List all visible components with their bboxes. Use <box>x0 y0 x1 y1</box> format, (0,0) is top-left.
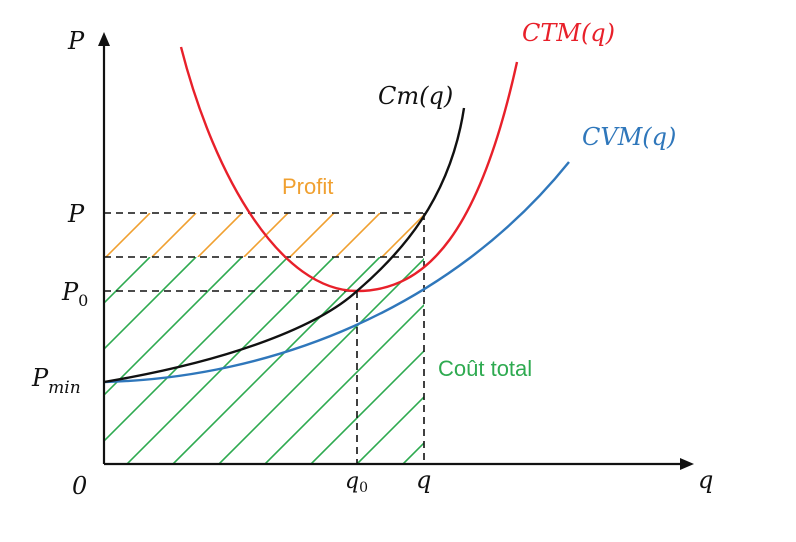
hatch-line <box>105 213 151 257</box>
hatch-line <box>381 213 424 257</box>
hatch-line <box>126 257 335 464</box>
hatch-line <box>104 257 105 259</box>
hatch-line <box>335 213 381 257</box>
y-tick-p0-main: P <box>61 278 79 306</box>
hatch-line <box>104 257 151 305</box>
cm-curve <box>103 107 466 384</box>
ctm-curve-label: CTM(q) <box>522 19 615 47</box>
cvm-curve-label: CVM(q) <box>582 123 676 151</box>
origin-label: 0 <box>72 472 87 500</box>
hatch-line <box>428 213 472 257</box>
cm-curve-label: Cm(q) <box>378 82 453 110</box>
y-axis-label: P <box>67 27 85 55</box>
y-tick-pmin-sub: min <box>48 378 81 398</box>
hatch-line <box>289 213 335 257</box>
x-tick-q0-main: q <box>345 469 359 494</box>
hatch-line <box>310 349 424 464</box>
y-tick-p: P <box>67 200 85 228</box>
x-axis-arrow <box>680 458 694 470</box>
profit-hatch-region <box>104 213 472 257</box>
dashed-guides <box>104 212 425 464</box>
y-tick-pmin: Pmin <box>31 364 81 398</box>
hatch-line <box>104 257 243 397</box>
y-tick-pmin-main: P <box>31 364 49 392</box>
hatch-line <box>104 257 197 351</box>
y-tick-p-text: P <box>67 200 85 228</box>
axes <box>98 32 694 470</box>
ctm-curve <box>179 46 519 293</box>
x-tick-q: q <box>416 466 431 494</box>
x-axis-label: q <box>698 466 713 494</box>
profit-region-label: Profit <box>282 174 333 199</box>
hatch-line <box>264 303 424 464</box>
y-tick-p0: P0 <box>61 278 88 310</box>
x-tick-q0: q0 <box>345 469 368 496</box>
y-tick-p0-sub: 0 <box>78 291 88 310</box>
total-cost-region-label: Coût total <box>438 356 532 381</box>
cvm-curve <box>103 161 570 384</box>
hatch-line <box>356 395 424 464</box>
hatch-line <box>218 257 424 464</box>
hatch-line <box>151 213 197 257</box>
x-tick-q0-sub: 0 <box>359 480 368 496</box>
y-axis-arrow <box>98 32 110 46</box>
hatch-line <box>197 213 243 257</box>
